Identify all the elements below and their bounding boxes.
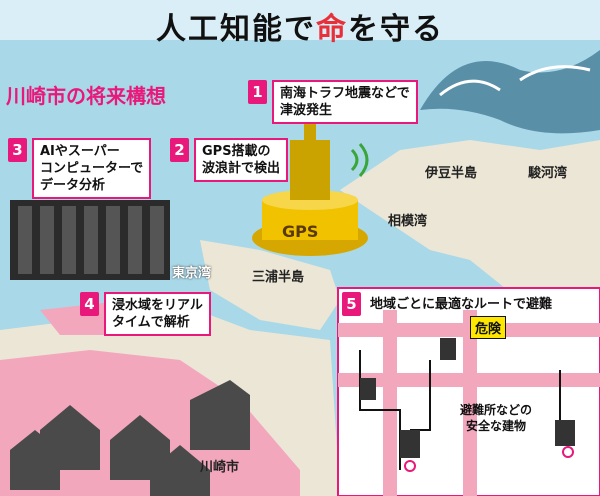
step-5: 5 地域ごとに最適なルートで避難 bbox=[342, 292, 556, 316]
step-number: 2 bbox=[170, 138, 189, 162]
place-kawasaki: 川崎市 bbox=[200, 460, 240, 475]
step-label: 浸水域をリアルタイムで解析 bbox=[104, 292, 211, 336]
houses bbox=[10, 380, 250, 496]
step-number: 1 bbox=[248, 80, 267, 104]
miura-land bbox=[200, 240, 340, 330]
place-tokyo-bay: 東京湾 bbox=[172, 266, 212, 281]
step-number: 5 bbox=[342, 292, 361, 316]
step-1: 1 南海トラフ地震などで津波発生 bbox=[248, 80, 418, 124]
shelter-label: 避難所などの安全な建物 bbox=[459, 403, 532, 433]
supercomputer-racks bbox=[10, 200, 170, 280]
place-izu: 伊豆半島 bbox=[425, 166, 478, 181]
step-number: 4 bbox=[80, 292, 99, 316]
gps-buoy bbox=[252, 118, 369, 256]
danger-badge: 危険 bbox=[470, 316, 507, 339]
place-miura: 三浦半島 bbox=[252, 270, 305, 285]
step-label: GPS搭載の波浪計で検出 bbox=[194, 138, 289, 182]
step-4: 4 浸水域をリアルタイムで解析 bbox=[80, 292, 211, 336]
step-2: 2 GPS搭載の波浪計で検出 bbox=[170, 138, 289, 182]
subtitle: 川崎市の将来構想 bbox=[6, 84, 166, 108]
step-label: 地域ごとに最適なルートで避難 bbox=[370, 296, 553, 312]
step-3: 3 AIやスーパーコンピューターでデータ分析 bbox=[8, 138, 152, 199]
page-title: 人工知能で命を守る bbox=[0, 4, 600, 48]
evacuation-inset bbox=[337, 287, 600, 496]
step-label: AIやスーパーコンピューターでデータ分析 bbox=[32, 138, 152, 199]
title-text-pre: 人工知能で bbox=[156, 12, 316, 47]
step-number: 3 bbox=[8, 138, 27, 162]
place-sagami: 相模湾 bbox=[388, 214, 428, 229]
title-text-highlight: 命 bbox=[316, 12, 348, 47]
izu-land bbox=[340, 140, 600, 300]
buoy-label: GPS bbox=[282, 222, 319, 241]
place-suruga: 駿河湾 bbox=[528, 166, 568, 181]
tsunami-waves bbox=[420, 50, 600, 134]
title-text-post: を守る bbox=[348, 12, 444, 47]
step-label: 南海トラフ地震などで津波発生 bbox=[272, 80, 418, 124]
